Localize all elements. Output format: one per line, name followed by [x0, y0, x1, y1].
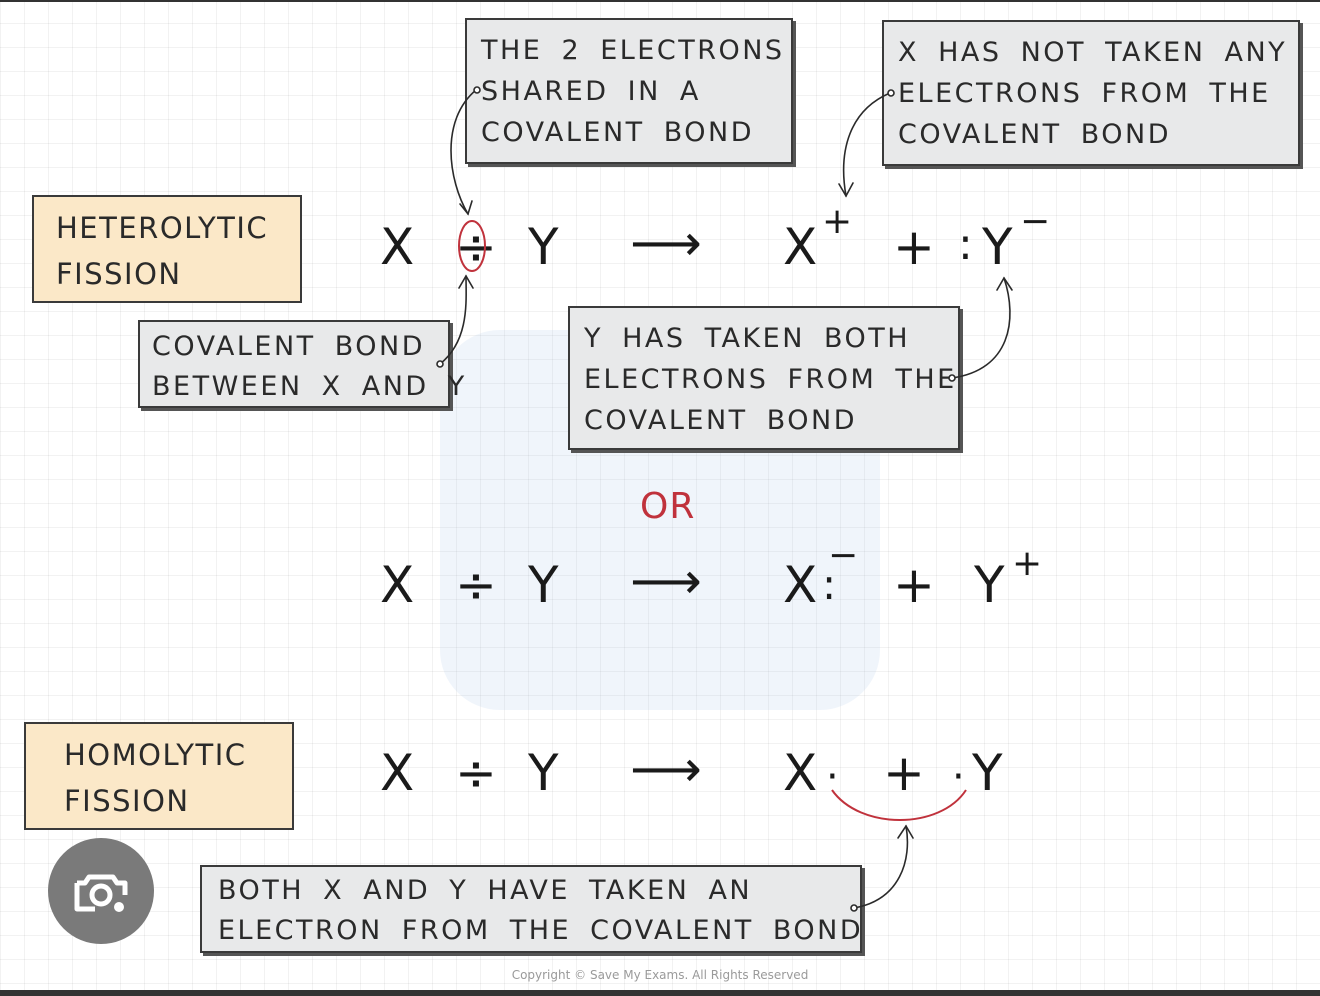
copyright-notice: Copyright © Save My Exams. All Rights Re… [511, 968, 809, 982]
eq3-bond: ÷ [455, 744, 497, 802]
eq3-y: Y [528, 744, 559, 802]
callout-line: ELECTRON FROM THE COVALENT BOND [218, 915, 864, 946]
callout-line: COVALENT BOND [898, 119, 1172, 150]
callout-y-taken: Y HAS TAKEN BOTH ELECTRONS FROM THE COVA… [568, 306, 960, 450]
callout-line: COVALENT BOND [481, 117, 755, 148]
callout-line: BETWEEN X AND Y [152, 371, 467, 402]
callout-both-taken: BOTH X AND Y HAVE TAKEN AN ELECTRON FROM… [200, 865, 862, 953]
or-divider: OR [640, 486, 696, 527]
callout-x-not-taken: X HAS NOT TAKEN ANY ELECTRONS FROM THE C… [882, 20, 1300, 166]
eq1-bond: ÷ [455, 218, 497, 276]
eq1-y-minus-charge: − [1020, 201, 1051, 242]
label-line: HOMOLYTIC [64, 738, 247, 772]
arrowhead [459, 200, 473, 216]
eq2-x-minus-charge: − [828, 535, 859, 576]
callout-shared-electrons: THE 2 ELECTRONS SHARED IN A COVALENT BON… [465, 18, 793, 164]
callout-line: BOTH X AND Y HAVE TAKEN AN [218, 875, 753, 906]
eq1-x-plus-charge: + [822, 201, 853, 242]
eq1-arrow: ⟶ [630, 214, 702, 272]
eq1-plus: + [893, 218, 935, 276]
eq1-x: X [380, 218, 415, 276]
eq3-y-dot: · [952, 754, 965, 800]
eq2-x-pair: : [822, 560, 837, 609]
eq2-bond: ÷ [455, 556, 497, 614]
camera-search-icon[interactable] [48, 838, 154, 944]
callout-line: Y HAS TAKEN BOTH [584, 323, 911, 354]
callout-line: SHARED IN A [481, 76, 701, 107]
arrowhead [897, 824, 914, 839]
eq2-y-plus-charge: + [1012, 543, 1043, 584]
eq3-x-dot: · [826, 754, 839, 800]
arrow-ytaken-to-yminus [951, 277, 1011, 379]
eq1-x-product: X [783, 218, 818, 276]
callout-line: THE 2 ELECTRONS [481, 35, 785, 66]
eq2-y: Y [528, 556, 559, 614]
eq1-y: Y [528, 218, 559, 276]
label-homolytic-fission: HOMOLYTIC FISSION [24, 722, 294, 830]
callout-line: COVALENT BOND [584, 405, 858, 436]
label-heterolytic-fission: HETEROLYTIC FISSION [32, 195, 302, 303]
label-line: FISSION [64, 784, 190, 818]
eq2-arrow: ⟶ [630, 552, 702, 610]
callout-line: COVALENT BOND [152, 331, 426, 362]
eq2-x: X [380, 556, 415, 614]
top-frame-border [0, 0, 1320, 2]
eq3-plus: + [883, 744, 925, 802]
callout-line: X HAS NOT TAKEN ANY [898, 37, 1288, 68]
eq2-x-product: X [783, 556, 818, 614]
eq3-x: X [380, 744, 415, 802]
eq1-y-pair: : [958, 219, 973, 270]
label-line: FISSION [56, 257, 182, 291]
camera-glyph [74, 874, 128, 912]
arrowhead [996, 276, 1013, 291]
arrowhead [458, 274, 474, 289]
callout-line: ELECTRONS FROM THE [584, 364, 957, 395]
eq3-arrow: ⟶ [630, 740, 702, 798]
eq3-y-product: Y [972, 744, 1003, 802]
eq3-x-product: X [783, 744, 818, 802]
arrow-both-to-arc [853, 825, 909, 909]
eq1-y-product: Y [982, 218, 1013, 276]
eq2-y-product: Y [974, 556, 1005, 614]
arrowhead [838, 182, 854, 198]
bottom-frame-border [0, 990, 1320, 996]
label-line: HETEROLYTIC [56, 211, 269, 245]
callout-line: ELECTRONS FROM THE [898, 78, 1271, 109]
callout-covalent-bond: COVALENT BOND BETWEEN X AND Y [138, 320, 467, 408]
eq2-plus: + [893, 556, 935, 614]
